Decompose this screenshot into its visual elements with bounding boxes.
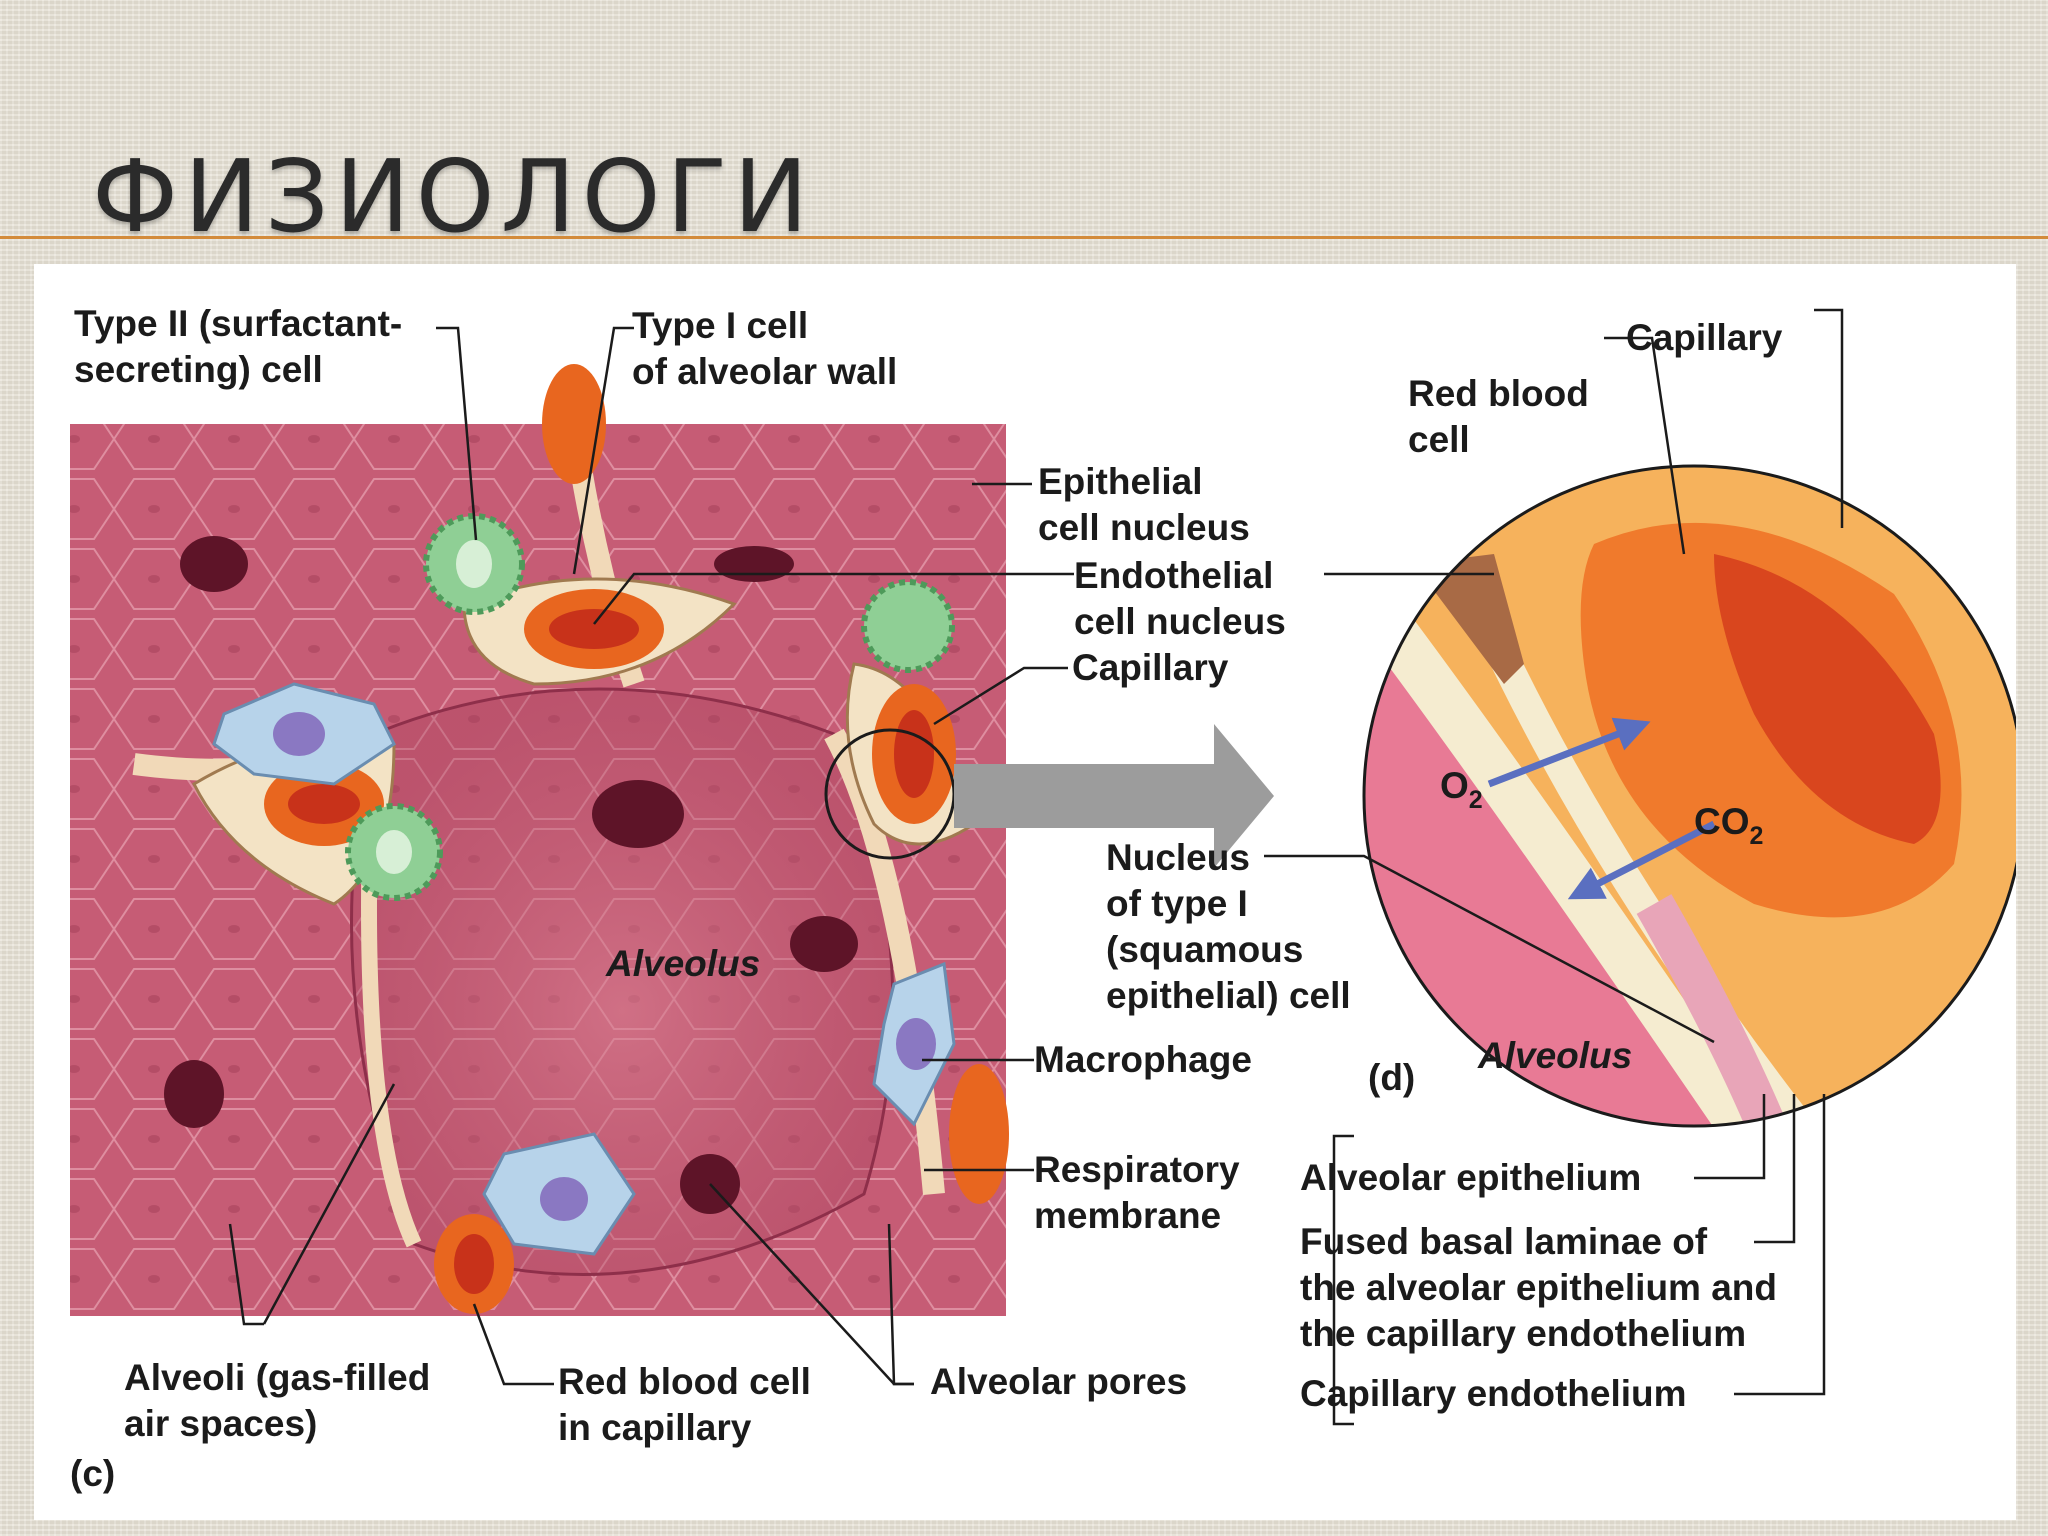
- label-alveolus-d: Alveolus: [1477, 1035, 1632, 1076]
- label-nucleus-line2: of type I: [1106, 883, 1248, 924]
- alveolus-diagram: Type II (surfactant- secreting) cell Typ…: [70, 303, 2016, 1494]
- label-capillary-d: Capillary: [1626, 317, 1783, 358]
- type-ii-cells: [345, 513, 955, 901]
- title-rule: [0, 236, 2048, 239]
- co2-arrow: [1567, 820, 1716, 900]
- o2-arrow: [1487, 717, 1651, 788]
- label-nucleus-line3: (squamous: [1106, 929, 1303, 970]
- panel-c-tag: (c): [70, 1453, 115, 1494]
- label-type1-line1: Type I cell: [632, 305, 808, 346]
- label-endothelial-line2: cell nucleus: [1074, 601, 1286, 642]
- panel-d-tag: (d): [1368, 1057, 1415, 1098]
- leader-lines: [228, 308, 1844, 1426]
- label-nucleus-line1: Nucleus: [1106, 837, 1250, 878]
- label-epithelial-line1: Epithelial: [1038, 461, 1202, 502]
- label-alveolar-pores: Alveolar pores: [930, 1361, 1187, 1402]
- label-rbc-line1: Red blood cell: [558, 1361, 811, 1402]
- magnify-arrow: [954, 724, 1274, 868]
- label-capillary-c: Capillary: [1072, 647, 1229, 688]
- label-type2-line1: Type II (surfactant-: [74, 303, 402, 344]
- label-fused-line3: the capillary endothelium: [1300, 1313, 1746, 1354]
- label-epithelial-line2: cell nucleus: [1038, 507, 1250, 548]
- label-alveoli-line1: Alveoli (gas-filled: [124, 1357, 430, 1398]
- label-o2: O2: [1440, 765, 1483, 814]
- label-fused-line2: the alveolar epithelium and: [1300, 1267, 1777, 1308]
- figure-panel: Type II (surfactant- secreting) cell Typ…: [34, 264, 2016, 1520]
- label-macrophage: Macrophage: [1034, 1039, 1252, 1080]
- label-co2: CO2: [1694, 801, 1763, 850]
- label-type2-line2: secreting) cell: [74, 349, 323, 390]
- labels-panel-d: Capillary Red blood cell O2 CO2 Alveolus…: [1300, 317, 1783, 1414]
- label-capillary-endothelium: Capillary endothelium: [1300, 1373, 1687, 1414]
- label-type1-line2: of alveolar wall: [632, 351, 897, 392]
- label-rbc-d-line1: Red blood: [1408, 373, 1589, 414]
- label-respiratory-line2: membrane: [1034, 1195, 1221, 1236]
- label-nucleus-line4: epithelial) cell: [1106, 975, 1351, 1016]
- slide-title: ФИЗИОЛОГИ: [92, 138, 815, 255]
- label-alveolar-epithelium: Alveolar epithelium: [1300, 1157, 1641, 1198]
- label-rbc-d-line2: cell: [1408, 419, 1470, 460]
- label-alveolus-c: Alveolus: [605, 943, 760, 984]
- label-endothelial-line1: Endothelial: [1074, 555, 1273, 596]
- label-respiratory-line1: Respiratory: [1034, 1149, 1240, 1190]
- label-rbc-line2: in capillary: [558, 1407, 752, 1448]
- magnified-circle-outline: [1362, 464, 2016, 1128]
- magnified-view: [1364, 466, 2016, 1126]
- label-fused-line1: Fused basal laminae of: [1300, 1221, 1708, 1262]
- macrophages: [212, 682, 956, 1256]
- label-alveoli-line2: air spaces): [124, 1403, 317, 1444]
- labels-panel-c: Type II (surfactant- secreting) cell Typ…: [70, 303, 1351, 1494]
